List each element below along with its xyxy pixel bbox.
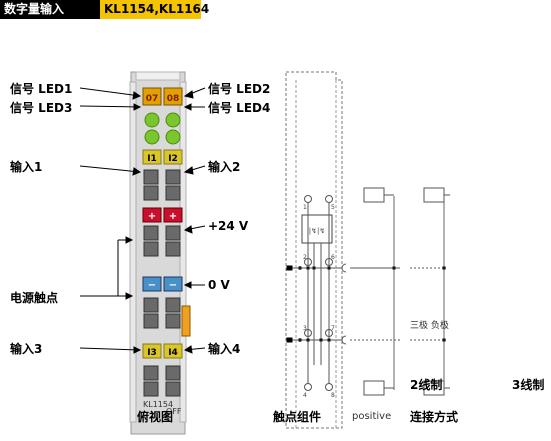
- pin-numbers: 1 5 2 6 3 7 4 8: [303, 204, 335, 399]
- plus-block-2: [163, 207, 183, 223]
- input-tag-box-4: [163, 343, 183, 359]
- input-tag-1: I1: [147, 154, 157, 164]
- svg-text:6: 6: [331, 254, 335, 261]
- contact-schematic: |↯|↯: [285, 71, 343, 429]
- clamp-8b[interactable]: [165, 381, 181, 397]
- input-tag-box-3: [142, 343, 162, 359]
- svg-text:3: 3: [303, 325, 307, 332]
- minus-block-2: [163, 276, 183, 292]
- minus-sign-2: −: [169, 280, 177, 291]
- label-led1: 信号 LED1: [10, 82, 73, 96]
- plus-sign-1: +: [148, 211, 156, 222]
- label-connection-method: 连接方式: [410, 410, 459, 424]
- terminal-module: 07 08 I1 I2: [129, 71, 191, 435]
- svg-text:1: 1: [303, 204, 307, 211]
- terminal-off-text: OFF: [166, 407, 182, 416]
- input-tag-3: I3: [147, 348, 157, 358]
- clamp-7b[interactable]: [165, 365, 181, 381]
- led-green-4: [165, 129, 181, 145]
- clamp-4b[interactable]: [165, 241, 181, 257]
- label-power-contacts: 电源触点: [10, 291, 59, 305]
- terminal-model-text: KL1154: [143, 400, 173, 409]
- clamp-3b[interactable]: [165, 225, 181, 241]
- label-led2: 信号 LED2: [208, 82, 271, 96]
- label-led4: 信号 LED4: [208, 101, 271, 115]
- led-box-2: [163, 87, 183, 106]
- clamp-1b[interactable]: [165, 169, 181, 185]
- clamp-1a[interactable]: [143, 169, 159, 185]
- svg-text:2: 2: [303, 254, 307, 261]
- category-header: 数字量输入: [0, 0, 100, 19]
- label-input4: 输入4: [208, 342, 241, 356]
- clamp-2a[interactable]: [143, 185, 159, 201]
- clamp-7a[interactable]: [143, 365, 159, 381]
- callout-arrows: [79, 87, 206, 354]
- model-header: KL1154,KL1164: [100, 0, 209, 19]
- label-front-view: 俯视图: [137, 410, 174, 424]
- clamp-4a[interactable]: [143, 241, 159, 257]
- minus-sign-1: −: [148, 280, 156, 291]
- label-plus24v: +24 V: [208, 219, 249, 233]
- clamp-6a[interactable]: [143, 313, 159, 329]
- label-3wire: 3线制: [512, 378, 545, 392]
- label-input3: 输入3: [10, 342, 43, 356]
- label-2wire: 2线制: [410, 378, 443, 392]
- label-led3: 信号 LED3: [10, 101, 73, 115]
- minus-block-1: [142, 276, 162, 292]
- orange-tab: [181, 305, 191, 337]
- label-input1: 输入1: [10, 160, 43, 174]
- input-tag-2: I2: [168, 154, 178, 164]
- clamp-5a[interactable]: [143, 297, 159, 313]
- svg-text:|↯|↯: |↯|↯: [309, 227, 325, 235]
- svg-text:5: 5: [331, 204, 335, 211]
- clamp-8a[interactable]: [143, 381, 159, 397]
- clamp-6b[interactable]: [165, 313, 181, 329]
- led-box-1: [142, 87, 162, 106]
- label-switch: 三极 负极: [410, 321, 449, 331]
- svg-text:8: 8: [331, 392, 335, 399]
- input-tag-4: I4: [168, 348, 178, 358]
- clamp-3a[interactable]: [143, 225, 159, 241]
- label-input2: 输入2: [208, 160, 241, 174]
- label-zerov: 0 V: [208, 278, 230, 292]
- led-green-2: [165, 112, 181, 128]
- led-tag-2: 08: [167, 94, 180, 104]
- label-contact-component: 触点组件: [273, 410, 322, 424]
- svg-text:4: 4: [303, 392, 307, 399]
- input-tag-box-1: [142, 149, 162, 165]
- clamp-5b[interactable]: [165, 297, 181, 313]
- led-tag-1: 07: [146, 94, 159, 104]
- plus-sign-2: +: [169, 211, 177, 222]
- led-green-1: [144, 112, 160, 128]
- led-green-3: [144, 129, 160, 145]
- svg-text:7: 7: [331, 325, 335, 332]
- connection-diagram: [341, 187, 450, 396]
- input-tag-box-2: [163, 149, 183, 165]
- clamp-2b[interactable]: [165, 185, 181, 201]
- plus-block-1: [142, 207, 162, 223]
- label-positive: positive: [352, 411, 392, 422]
